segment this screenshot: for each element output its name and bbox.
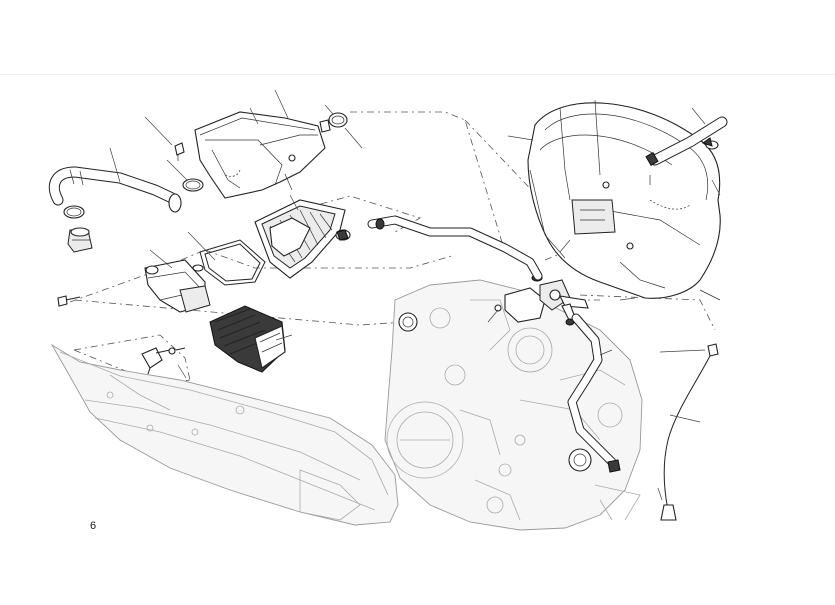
air-intake-tube [48,166,182,213]
vent-hose [645,116,728,167]
intake-duct [144,259,211,313]
leader-lines [109,89,721,501]
sensor [141,347,186,375]
header-divider [0,74,835,75]
intake-boot [209,305,286,373]
bolt [57,295,81,307]
page-number: 6 [90,520,97,532]
drain-hose [567,313,621,473]
airbox-cover [194,111,331,199]
fuel-tank [527,99,721,301]
side-panel [50,343,399,526]
filter-gasket [199,239,266,286]
engine [384,279,643,531]
o-ring [328,112,348,128]
air-filter [254,199,346,279]
drain-tube [660,343,719,521]
hose-clamp [63,142,204,253]
vent-hose [335,215,543,281]
